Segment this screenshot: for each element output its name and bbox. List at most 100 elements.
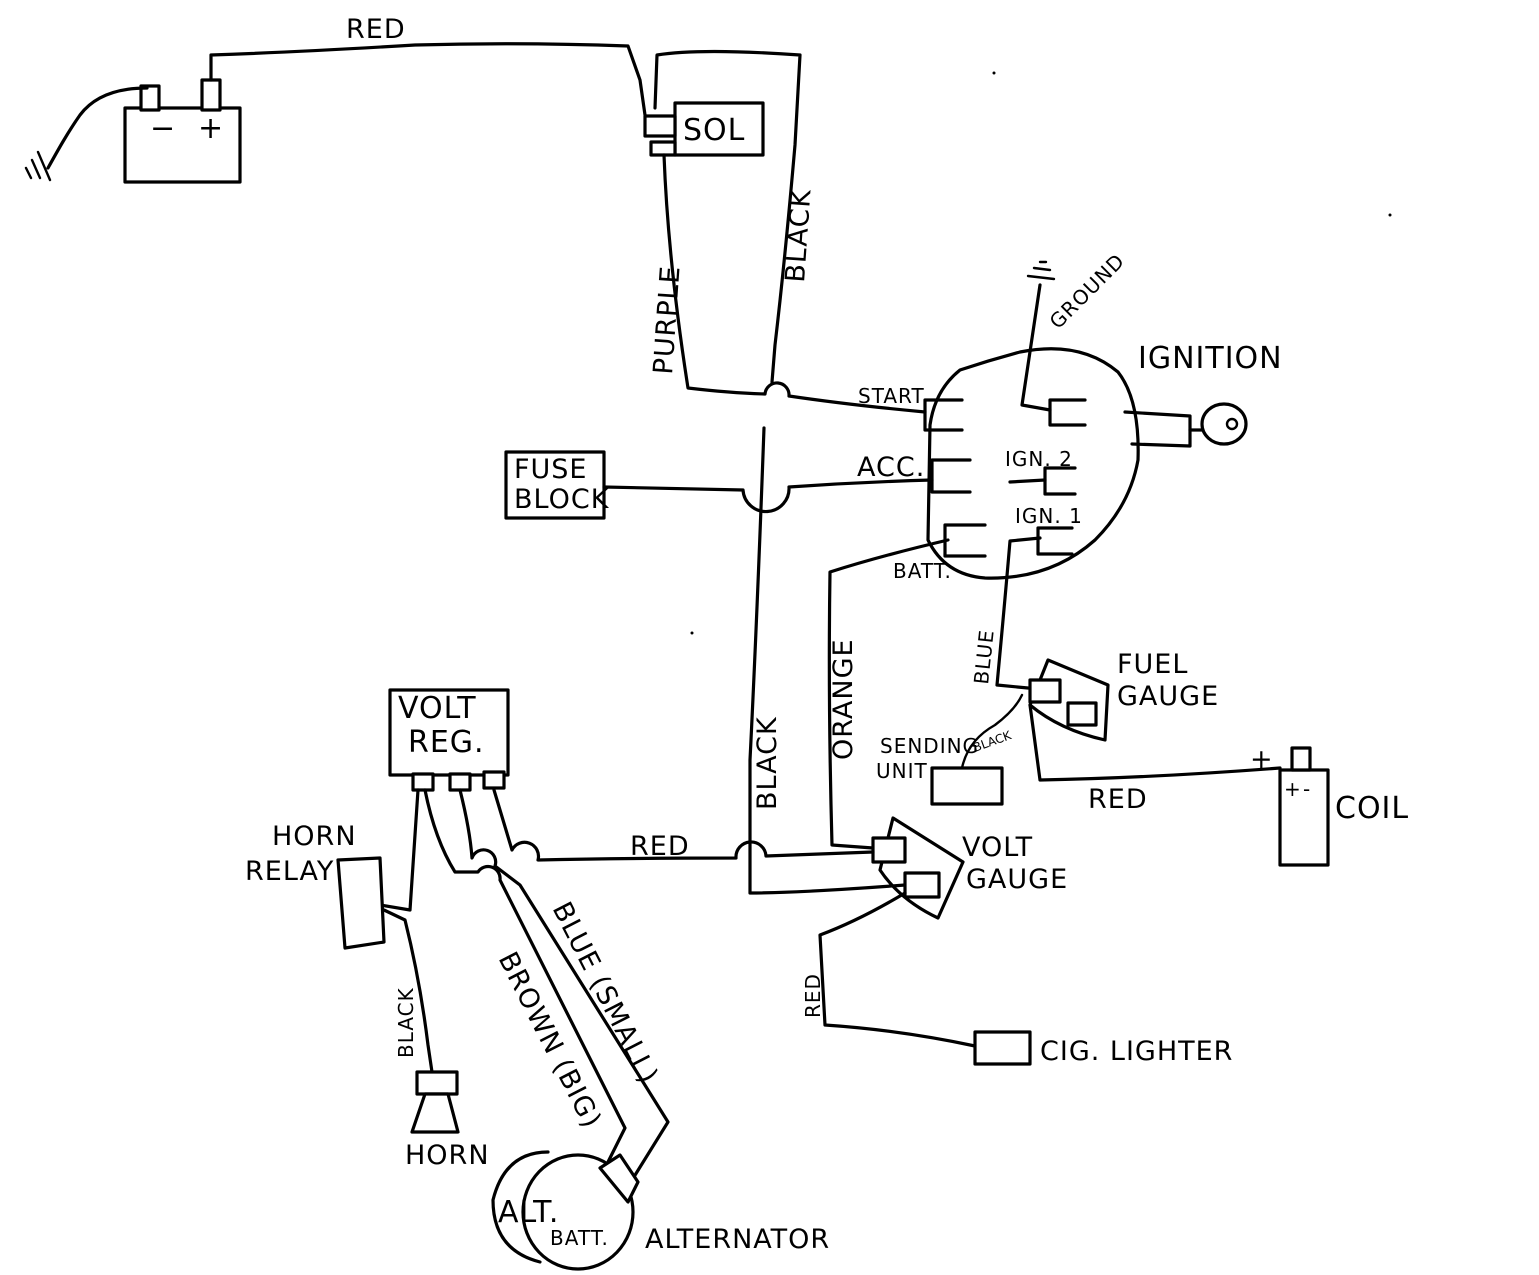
terminal-batt — [943, 523, 987, 558]
wire-orange — [827, 538, 950, 850]
volt-reg-terminal-1 — [411, 772, 435, 792]
volt-reg-terminal-2 — [448, 772, 472, 792]
volt-reg-label-2: REG. — [408, 725, 485, 760]
volt-reg-terminal-3 — [482, 770, 506, 790]
horn-relay — [336, 856, 386, 950]
coil-terminal — [1290, 746, 1312, 772]
wire-reg-horn-relay — [378, 788, 420, 912]
ignition-key-hole — [1225, 417, 1239, 431]
wire-label-red-coil: RED — [1088, 784, 1148, 815]
ignition-body — [926, 347, 1140, 580]
wire-black-horn — [382, 908, 434, 1074]
horn-relay-label-1: HORN — [272, 821, 357, 852]
alternator-label: ALTERNATOR — [645, 1224, 830, 1255]
wire-blue-small — [458, 788, 670, 1182]
ignition-key-head — [1200, 402, 1248, 446]
sending-unit-label-2: UNIT — [876, 759, 928, 783]
terminal-acc — [930, 458, 972, 494]
battery: − + — [123, 78, 242, 184]
wire-label-purple-group: PURPLE — [648, 264, 687, 375]
wire-label-ground-group: GROUND — [1045, 249, 1130, 334]
coil-plus-label: + — [1284, 777, 1302, 801]
wire-red-coil — [1028, 703, 1282, 782]
alternator-batt-label: BATT. — [550, 1226, 609, 1250]
wire-label-black-sending: BLACK — [971, 728, 1014, 755]
stray-mark — [1388, 213, 1392, 217]
volt-gauge-terminal-1 — [871, 836, 907, 864]
horn-bell — [410, 1092, 460, 1134]
wire-label-black-horn-group: BLACK — [394, 987, 418, 1058]
coil-terminal-plus-label: + — [1250, 744, 1274, 775]
terminal-label-batt: BATT. — [893, 559, 952, 583]
wire-brown-big — [423, 788, 627, 1164]
terminal-start — [923, 398, 964, 432]
solenoid-terminal-bottom — [649, 140, 677, 157]
wire-fuse-acc — [602, 478, 934, 514]
wire-purple — [662, 153, 927, 414]
sending-unit-label-1: SENDING — [880, 734, 979, 758]
wire-battery-red — [209, 42, 647, 117]
wire-label-red-battery: RED — [346, 14, 406, 45]
battery-ground-wire — [46, 86, 149, 170]
terminal-label-ign1: IGN. 1 — [1015, 504, 1083, 528]
horn-mount — [415, 1070, 459, 1096]
battery-ground-symbol — [24, 150, 52, 182]
volt-gauge-label-2: GAUGE — [966, 864, 1068, 895]
stray-mark — [690, 631, 694, 635]
wire-label-red-reg: RED — [630, 831, 690, 862]
solenoid-terminal-top — [643, 114, 677, 138]
fuel-gauge-label-1: FUEL — [1117, 649, 1188, 680]
wire-label-black-sol-group: BLACK — [780, 188, 817, 284]
fuse-block — [504, 450, 606, 520]
terminal-ign1 — [1036, 526, 1074, 556]
wire-label-ground: GROUND — [1045, 249, 1130, 334]
volt-gauge-label-1: VOLT — [962, 832, 1033, 863]
battery-positive-post — [200, 78, 222, 112]
fuel-gauge-terminal-1 — [1028, 678, 1062, 704]
coil-label: COIL — [1335, 791, 1409, 826]
terminal-ign2 — [1043, 466, 1077, 496]
horn-label: HORN — [405, 1140, 490, 1171]
wire-label-blue-ign: BLUE — [969, 628, 999, 685]
volt-regulator — [388, 688, 510, 777]
alternator-back — [491, 1150, 550, 1264]
wire-label-blue-ign-group: BLUE — [969, 628, 999, 685]
terminal-label-start: START — [858, 384, 925, 408]
wire-label-black-sol: BLACK — [780, 188, 817, 284]
terminal-ground — [1048, 398, 1087, 427]
battery-minus-sign: − — [150, 111, 176, 146]
wire-label-black-horn: BLACK — [394, 987, 418, 1058]
wire-ground — [1020, 283, 1052, 412]
wire-label-red-lighter: RED — [801, 973, 825, 1018]
horn — [410, 1070, 460, 1134]
coil-body — [1278, 768, 1330, 867]
wire-label-black-sending-group: BLACK — [971, 728, 1014, 755]
wire-blue-ign — [995, 536, 1042, 690]
battery-plus-sign: + — [198, 111, 224, 146]
wire-ign2-stub — [1008, 478, 1047, 484]
solenoid-label: SOL — [683, 113, 745, 148]
volt-gauge-body — [878, 816, 965, 920]
wire-black-sending — [960, 693, 1024, 770]
fuel-gauge-terminal-2 — [1066, 701, 1098, 727]
wire-label-black-main-group: BLACK — [752, 716, 783, 810]
wire-label-orange-group: ORANGE — [828, 638, 859, 760]
wire-label-black-main: BLACK — [752, 716, 783, 810]
wire-label-orange: ORANGE — [828, 638, 859, 760]
horn-relay-label-2: RELAY — [245, 856, 334, 887]
ignition-ground-symbol — [1026, 260, 1056, 281]
wire-red-lighter — [818, 891, 977, 1048]
wire-solenoid-black-housing — [653, 49, 802, 384]
fuel-gauge-label-2: GAUGE — [1117, 681, 1219, 712]
stray-mark — [992, 71, 996, 75]
fuel-gauge — [1028, 658, 1110, 742]
battery-negative-post — [139, 84, 161, 112]
fuel-gauge-body — [1028, 658, 1110, 742]
cig-lighter — [973, 1030, 1032, 1066]
fuse-block-label-1: FUSE — [514, 454, 588, 485]
wire-red-reg — [492, 788, 875, 862]
wire-black-main — [748, 426, 907, 895]
alternator — [491, 1150, 640, 1271]
